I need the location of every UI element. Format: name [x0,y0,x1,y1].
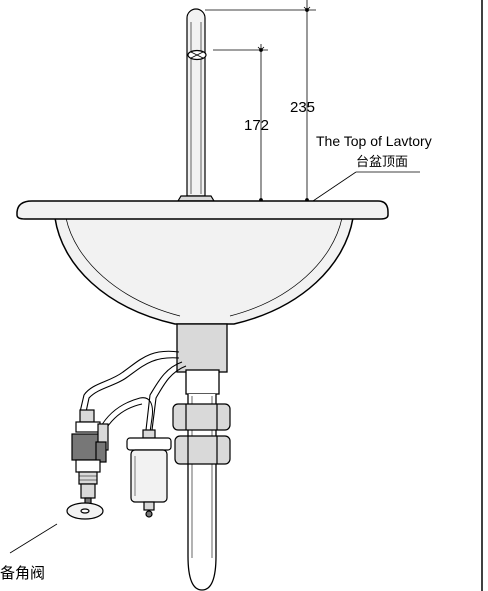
supply-hoses [79,350,187,431]
angle-valve-label: 备角阀 [0,564,46,582]
faucet-spout [176,8,216,202]
solenoid-valve [71,409,109,505]
lavatory-top-label-en: The Top of Lavtory [316,133,432,149]
angle-valve [66,502,104,520]
dimension-label-172: 172 [244,117,270,134]
battery-box [126,429,172,518]
lavatory-top-label-cn: 台盆顶面 [356,155,409,170]
slip-nut-upper [172,403,231,431]
slip-nut-lower [174,435,231,465]
lavatory-basin [16,200,389,325]
dimension-label-235: 235 [290,99,316,116]
dimension-lines [9,0,420,554]
